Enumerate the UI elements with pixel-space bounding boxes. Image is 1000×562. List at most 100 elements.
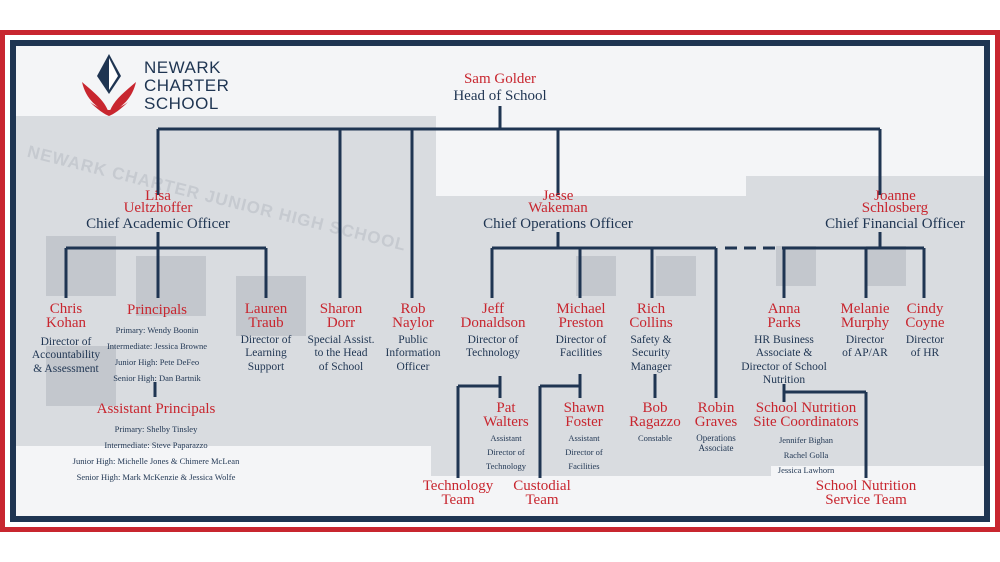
node-anna-parks: Anna Parks HR Business Associate & Direc… bbox=[728, 301, 840, 388]
node-name: Naylor bbox=[392, 314, 434, 331]
node-name: Rob bbox=[400, 301, 426, 317]
node-name: Anna bbox=[767, 301, 801, 317]
node-name: Traub bbox=[248, 314, 284, 331]
node-name: Foster bbox=[565, 413, 603, 430]
node-title: Public bbox=[398, 333, 428, 346]
node-name: Site Coordinators bbox=[753, 413, 859, 430]
node-bob-ragazzo: Bob Ragazzo Constable bbox=[622, 400, 688, 445]
node-name: Jesse bbox=[542, 188, 574, 204]
node-name: Parks bbox=[767, 314, 801, 331]
node-title: Facilities bbox=[559, 347, 603, 360]
node-title: Chief Financial Officer bbox=[825, 215, 965, 232]
node-assistant-principals: Assistant Principals Primary: Shelby Tin… bbox=[50, 401, 262, 485]
principal-entry: Primary: Wendy Boonin bbox=[115, 324, 199, 335]
background-window bbox=[46, 346, 116, 406]
node-name: Wakeman bbox=[528, 200, 588, 217]
node-chris-kohan: Chris Kohan Director of Accountability &… bbox=[18, 301, 114, 376]
newark-charter-logo-icon bbox=[82, 54, 136, 116]
node-chief-academic-officer: Lisa Ueltzhoffer Chief Academic Officer bbox=[68, 188, 248, 233]
node-name: Sam Golder bbox=[463, 71, 537, 87]
node-title: Assistant bbox=[568, 432, 600, 443]
node-title: of AP/AR bbox=[842, 347, 888, 360]
node-michael-preston: Michael Preston Director of Facilities bbox=[540, 301, 622, 361]
node-head-of-school: Sam Golder Head of School bbox=[420, 71, 580, 105]
node-title: HR Business bbox=[754, 333, 814, 346]
node-title: Officer bbox=[396, 360, 430, 373]
coordinator-entry: Rachel Golla bbox=[783, 449, 829, 460]
node-name: Shawn bbox=[563, 400, 605, 416]
node-title: Information bbox=[385, 347, 441, 360]
node-name: Murphy bbox=[840, 314, 890, 331]
node-title: Director of bbox=[565, 446, 603, 457]
background-window bbox=[866, 246, 906, 286]
node-title: Security bbox=[631, 347, 671, 360]
node-jeff-donaldson: Jeff Donaldson Director of Technology bbox=[450, 301, 536, 361]
assistant-principal-entry: Junior High: Michelle Jones & Chimere Mc… bbox=[72, 456, 240, 467]
node-melanie-murphy: Melanie Murphy Director of AP/AR bbox=[832, 301, 898, 361]
node-title: Director of bbox=[240, 333, 292, 346]
node-name: Collins bbox=[629, 314, 673, 331]
node-cindy-coyne: Cindy Coyne Director of HR bbox=[896, 301, 954, 361]
node-name: Lauren bbox=[244, 301, 288, 317]
node-name: Joanne bbox=[874, 188, 916, 204]
node-custodial-team: Custodial Team bbox=[500, 479, 584, 509]
node-rob-naylor: Rob Naylor Public Information Officer bbox=[372, 301, 454, 374]
node-title: Director of School bbox=[741, 360, 827, 373]
node-title: Associate & bbox=[755, 347, 813, 360]
node-name: Cindy bbox=[906, 301, 944, 317]
node-name: Sharon bbox=[319, 301, 363, 317]
logo-line: CHARTER bbox=[144, 75, 230, 95]
node-title: Head of School bbox=[453, 87, 547, 104]
node-name: Ragazzo bbox=[629, 413, 681, 430]
node-title: Constable bbox=[638, 432, 672, 443]
node-name: Pat bbox=[496, 400, 516, 416]
node-name: Principals bbox=[127, 302, 187, 318]
node-name: Team bbox=[441, 491, 475, 508]
node-name: Chris bbox=[49, 301, 83, 317]
node-pat-walters: Pat Walters Assistant Director of Techno… bbox=[466, 400, 546, 474]
node-title: Special Assist. bbox=[307, 333, 375, 346]
node-name: Melanie bbox=[840, 301, 890, 317]
node-title: Director of bbox=[467, 333, 519, 346]
node-name: Robin bbox=[697, 400, 735, 416]
node-shawn-foster: Shawn Foster Assistant Director of Facil… bbox=[546, 400, 622, 474]
node-name: Graves bbox=[694, 413, 738, 430]
node-title: Director bbox=[905, 333, 945, 346]
node-title: & Assessment bbox=[33, 362, 99, 375]
node-name: Jeff bbox=[481, 301, 505, 317]
coordinator-entry: Jessica Lawhorn bbox=[777, 465, 835, 476]
node-title: Director of bbox=[40, 335, 92, 348]
principal-entry: Junior High: Pete DeFeo bbox=[114, 357, 200, 368]
node-title: Director of bbox=[555, 333, 607, 346]
node-name: Service Team bbox=[825, 491, 907, 508]
node-title: Assistant bbox=[490, 432, 522, 443]
node-name: Preston bbox=[558, 314, 604, 331]
school-logo-wordmark: NEWARK CHARTER SCHOOL bbox=[144, 59, 229, 113]
background-window bbox=[46, 236, 116, 296]
node-chief-financial-officer: Joanne Schlosberg Chief Financial Office… bbox=[800, 188, 990, 233]
background-window bbox=[136, 256, 206, 316]
node-title: Chief Academic Officer bbox=[86, 215, 230, 232]
background-window bbox=[656, 256, 696, 296]
node-title: Support bbox=[247, 360, 285, 373]
node-rich-collins: Rich Collins Safety & Security Manager bbox=[618, 301, 684, 374]
node-title: Nutrition bbox=[762, 374, 806, 387]
node-name: Kohan bbox=[46, 314, 86, 331]
background-building-center bbox=[431, 196, 771, 476]
node-title: Safety & bbox=[630, 333, 672, 346]
node-title: Director of bbox=[487, 446, 525, 457]
node-title: of HR bbox=[910, 347, 940, 360]
node-name: Lisa bbox=[145, 188, 171, 204]
assistant-principal-entry: Primary: Shelby Tinsley bbox=[114, 423, 198, 434]
background-window bbox=[576, 256, 616, 296]
node-name: Bob bbox=[642, 400, 668, 416]
coordinator-entry: Jennifer Bighan bbox=[778, 434, 834, 445]
node-name: Michael bbox=[556, 301, 606, 317]
node-name: Rich bbox=[636, 301, 666, 317]
node-name: Assistant Principals bbox=[96, 401, 216, 417]
assistant-principal-entry: Intermediate: Steve Paparazzo bbox=[104, 439, 208, 450]
node-lauren-traub: Lauren Traub Director of Learning Suppor… bbox=[222, 301, 310, 374]
node-name: Schlosberg bbox=[861, 200, 929, 217]
